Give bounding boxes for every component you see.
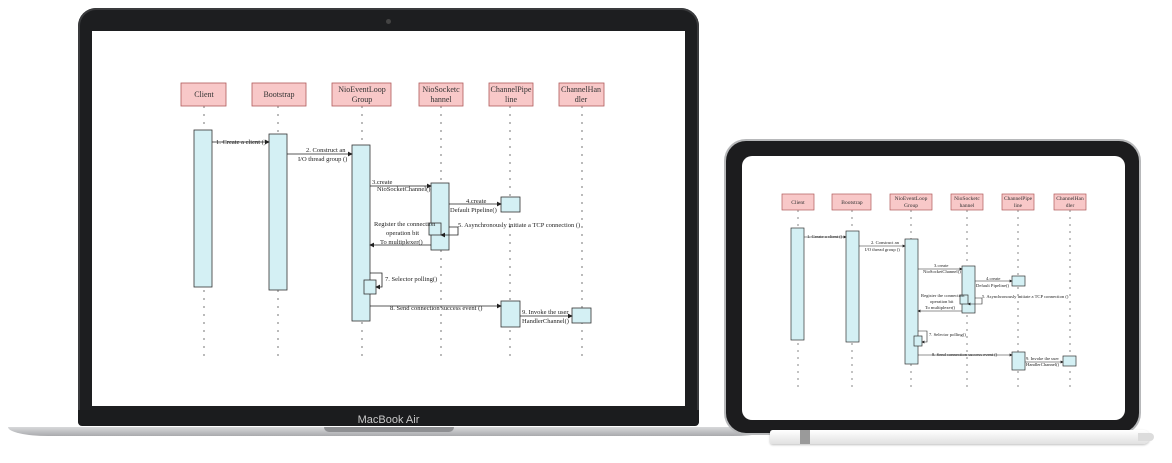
activation-bar [268, 133, 288, 291]
activation-bar [193, 129, 213, 288]
activation-bar [1011, 351, 1026, 371]
message-label: 8. Send connection success event () [932, 352, 998, 357]
activation-bar [959, 294, 969, 305]
message-label: 1. Create a client () [807, 234, 843, 239]
message-label: 7. Selector polling() [385, 276, 437, 283]
participant-label: ChannelHan [1056, 196, 1084, 202]
stylus-tip [1138, 433, 1154, 441]
activation-bar [904, 238, 919, 365]
message-label: Default Pipeline() [450, 207, 497, 214]
activation-bar [500, 300, 521, 328]
message-label: 7. Selector polling() [929, 332, 966, 337]
activation-bar [913, 335, 923, 347]
activation-bar [430, 182, 450, 251]
message-label: To multiplexer() [380, 239, 423, 246]
participant-nioeventloopgroup [331, 82, 392, 107]
participant-channelhandler [558, 82, 605, 107]
laptop-chin [78, 410, 699, 426]
participant-label: NioSocketc [422, 85, 460, 94]
participant-bootstrap [831, 193, 872, 211]
participant-client [781, 193, 815, 211]
participant-label: Group [352, 95, 372, 104]
participant-label: line [505, 95, 517, 104]
participant-channelpipeline [488, 82, 534, 107]
message-label: 3.create [934, 263, 948, 268]
participant-client [180, 82, 227, 107]
message-label: 5. Asynchronously initiate a TCP connect… [458, 222, 580, 229]
participant-niosocketchannel [418, 82, 464, 107]
message-label: To multiplexer() [925, 305, 956, 310]
activation-bar [500, 196, 521, 213]
message-label: 2. Construct an [306, 147, 346, 154]
message-label: 8. Send connection success event () [390, 305, 482, 312]
message-label: I/O thread group () [298, 156, 347, 163]
participant-label: dler [1066, 203, 1075, 209]
sequence-diagram-tablet: Client Bootstrap NioEventLoop Group NioS… [781, 193, 1087, 388]
participant-bootstrap [251, 82, 307, 107]
activation-bar [961, 265, 976, 314]
message-label: HandlerChannel() [1026, 362, 1060, 367]
message-label: HandlerChannel() [522, 318, 569, 325]
message-label: operation bit [930, 299, 954, 304]
laptop-brand-label: MacBook Air [357, 414, 420, 426]
activation-bar [1011, 275, 1026, 287]
message-label: 2. Construct an [871, 240, 900, 245]
sequence-diagram: Client Bootstrap NioEventLoop Group NioS… [180, 82, 605, 356]
participant-label: NioEventLoop [895, 196, 928, 202]
laptop-screen: Client Bootstrap NioEventLoop Group NioS… [92, 31, 685, 406]
tablet-screen: Client Bootstrap NioEventLoop Group NioS… [742, 156, 1125, 420]
message-label: I/O thread group () [865, 247, 900, 252]
stylus-band [800, 430, 810, 444]
camera-icon [386, 19, 391, 24]
participant-label: ChannelPipe [491, 85, 532, 94]
activation-bar [351, 144, 371, 322]
participant-label: Client [194, 90, 214, 99]
activation-bar [790, 227, 805, 341]
participant-label: dler [575, 95, 588, 104]
message-label: operation bit [386, 230, 419, 237]
participant-label: ChannelHan [561, 85, 601, 94]
participant-channelhandler [1053, 193, 1087, 211]
participant-label: Client [791, 200, 805, 206]
stylus-pencil [770, 430, 1150, 444]
message-label: 5. Asynchronously initiate a TCP connect… [982, 294, 1069, 299]
message-label: Register the connection [374, 221, 436, 228]
message-label: NioSocketChannel() [923, 269, 961, 274]
message-label: 4.create [986, 276, 1000, 281]
participant-label: hannel [430, 95, 452, 104]
activation-bar [571, 307, 592, 324]
participant-label: line [1014, 203, 1023, 209]
participant-nioeventloopgroup [889, 193, 933, 211]
activation-bar [1062, 355, 1077, 367]
message-label: Default Pipeline() [976, 283, 1010, 288]
activation-bar [845, 230, 860, 343]
participant-label: Bootstrap [263, 90, 294, 99]
message-label: 1. Create a client () [216, 139, 266, 146]
laptop-opening-notch [324, 427, 454, 432]
message-label: 9. Invoke the user [1026, 356, 1059, 361]
participant-label: hannel [960, 203, 975, 209]
activation-bar [363, 279, 377, 295]
participant-label: Bootstrap [841, 200, 863, 206]
message-label: 3.create [372, 179, 393, 186]
participant-label: NioSocketc [954, 196, 980, 202]
message-label: 9. Invoke the user [522, 309, 569, 316]
message-label: Register the connection [921, 293, 965, 298]
participant-label: ChannelPipe [1004, 196, 1033, 202]
participant-niosocketchannel [950, 193, 984, 211]
participant-label: NioEventLoop [338, 85, 386, 94]
participant-label: Group [904, 203, 918, 209]
message-label: 4.create [466, 198, 487, 205]
activation-bar [428, 222, 442, 236]
participant-channelpipeline [1001, 193, 1035, 211]
message-label: NioSocketChannel() [377, 186, 430, 193]
